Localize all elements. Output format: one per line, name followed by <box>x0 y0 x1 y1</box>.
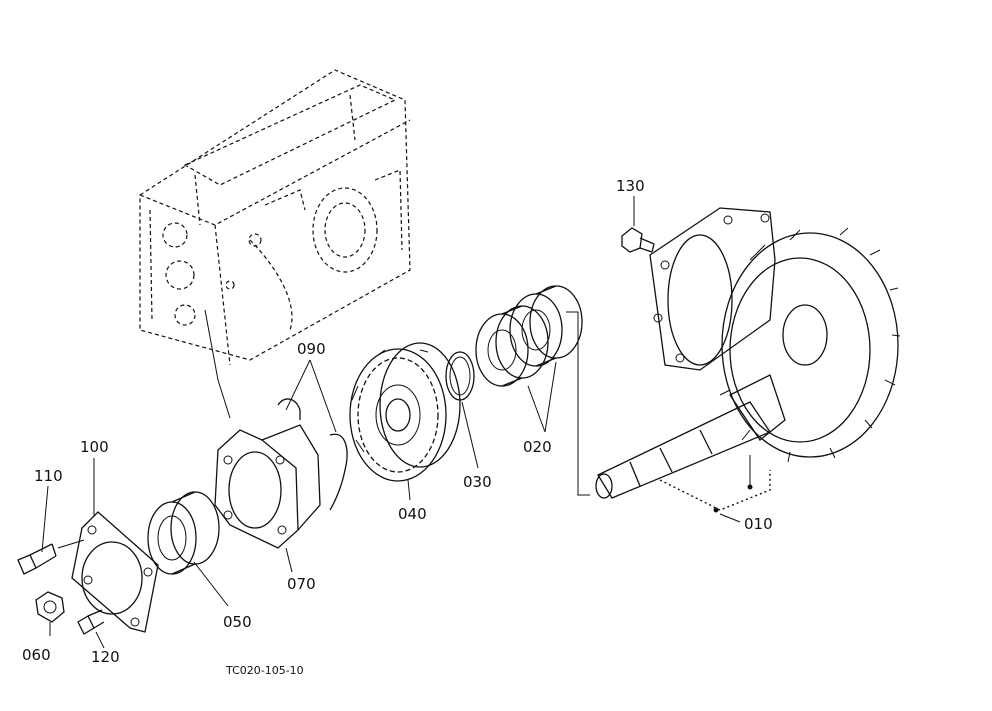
bolt-130 <box>621 227 655 253</box>
bearing-050 <box>147 491 220 575</box>
leader-dot <box>713 507 719 513</box>
differential-housing <box>649 207 776 371</box>
callout-110: 110 <box>34 467 63 485</box>
callout-130: 130 <box>616 177 645 195</box>
callout-050: 050 <box>223 613 252 631</box>
bearing-housing-070 <box>214 424 321 549</box>
callout-090: 090 <box>297 340 326 358</box>
cover-plate <box>71 511 159 633</box>
callout-070: 070 <box>287 575 316 593</box>
circlip-090 <box>277 398 348 511</box>
shaft-leader-dotted <box>659 470 771 511</box>
callout-060: 060 <box>22 646 51 664</box>
bolt-110 <box>17 543 57 575</box>
callout-120: 120 <box>91 648 120 666</box>
callout-010-label: 010 <box>744 515 773 533</box>
case-leader-line <box>204 309 231 419</box>
callout-100: 100 <box>80 438 109 456</box>
bolt-120 <box>77 609 105 635</box>
callout-030: 030 <box>463 473 492 491</box>
callout-leaders <box>41 196 741 649</box>
leader-dot <box>747 484 753 490</box>
nut-060 <box>35 591 65 623</box>
bearing-020-a <box>475 305 549 387</box>
callout-020: 020 <box>523 438 552 456</box>
callout-040: 040 <box>398 505 427 523</box>
gear-040 <box>349 342 461 482</box>
transmission-case-outline <box>139 69 411 366</box>
bearing-020-b <box>509 285 583 367</box>
drawing-code: TC020-105-10 <box>225 664 304 677</box>
ring-gear <box>719 227 901 463</box>
snap-ring-030 <box>445 351 475 401</box>
bearing-bracket-line <box>566 311 590 496</box>
pinion-shaft <box>595 374 786 499</box>
